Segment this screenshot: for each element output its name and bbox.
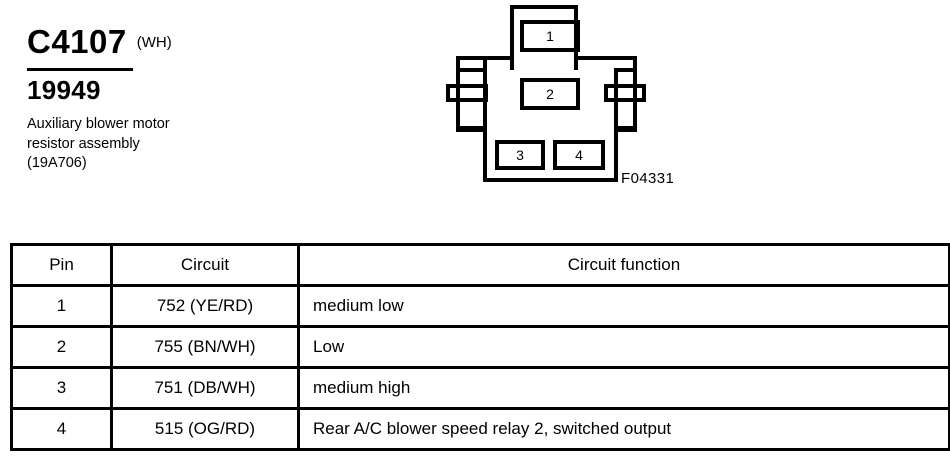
column-header-circuit: Circuit: [110, 243, 300, 287]
cell-function: medium low: [297, 284, 950, 328]
cell-pin: 4: [10, 407, 113, 451]
cell-function: Low: [297, 325, 950, 369]
column-header-pin: Pin: [10, 243, 113, 287]
figure-reference-label: F04331: [621, 170, 675, 187]
connector-left-latch-tab: [446, 84, 488, 102]
table-header: Pin Circuit Circuit function: [10, 243, 950, 287]
cell-pin: 3: [10, 366, 113, 410]
cell-pin: 1: [10, 284, 113, 328]
table-body: 1 752 (YE/RD) medium low 2 755 (BN/WH) L…: [10, 284, 950, 451]
description-line-1: Auxiliary blower motor: [27, 116, 170, 132]
pin-cavity-4: [553, 140, 605, 170]
part-number: 19949: [27, 75, 101, 105]
cell-circuit: 755 (BN/WH): [110, 325, 300, 369]
cell-function: Rear A/C blower speed relay 2, switched …: [297, 407, 950, 451]
cell-circuit: 515 (OG/RD): [110, 407, 300, 451]
description-line-3: (19A706): [27, 155, 87, 171]
header-divider-rule: [27, 68, 133, 71]
table-row: 4 515 (OG/RD) Rear A/C blower speed rela…: [10, 407, 950, 451]
connector-id-row: C4107 (WH): [27, 24, 287, 66]
cell-pin: 2: [10, 325, 113, 369]
connector-description: Auxiliary blower motor resistor assembly…: [27, 115, 287, 174]
pin-number-4: 4: [575, 147, 583, 163]
cell-function: medium high: [297, 366, 950, 410]
table-row: 2 755 (BN/WH) Low: [10, 325, 950, 369]
connector-right-wing: [616, 56, 637, 132]
pin-table-container: Pin Circuit Circuit function 1 752 (YE/R…: [10, 243, 950, 451]
connector-diagram: 1 2 3 4 F04331: [440, 0, 730, 210]
connector-color-code: (WH): [136, 34, 172, 51]
cell-circuit: 751 (DB/WH): [110, 366, 300, 410]
connector-id: C4107: [27, 23, 127, 60]
pin-cavity-2: [520, 78, 580, 110]
table-row: 3 751 (DB/WH) medium high: [10, 366, 950, 410]
pin-number-3: 3: [516, 147, 524, 163]
connector-outline-svg: 1 2 3 4: [446, 5, 646, 182]
table-header-row: Pin Circuit Circuit function: [10, 243, 950, 287]
connector-right-latch-tab: [604, 84, 646, 102]
connector-header-block: C4107 (WH) 19949 Auxiliary blower motor …: [27, 24, 287, 174]
cell-circuit: 752 (YE/RD): [110, 284, 300, 328]
table-row: 1 752 (YE/RD) medium low: [10, 284, 950, 328]
pin-number-2: 2: [546, 86, 554, 102]
pin-number-1: 1: [546, 28, 554, 44]
pin-cavity-1: [520, 20, 580, 52]
description-line-2: resistor assembly: [27, 135, 140, 152]
pin-assignment-table: Pin Circuit Circuit function 1 752 (YE/R…: [10, 243, 950, 451]
pin-cavity-3: [495, 140, 545, 170]
column-header-circuit-function: Circuit function: [297, 243, 950, 287]
